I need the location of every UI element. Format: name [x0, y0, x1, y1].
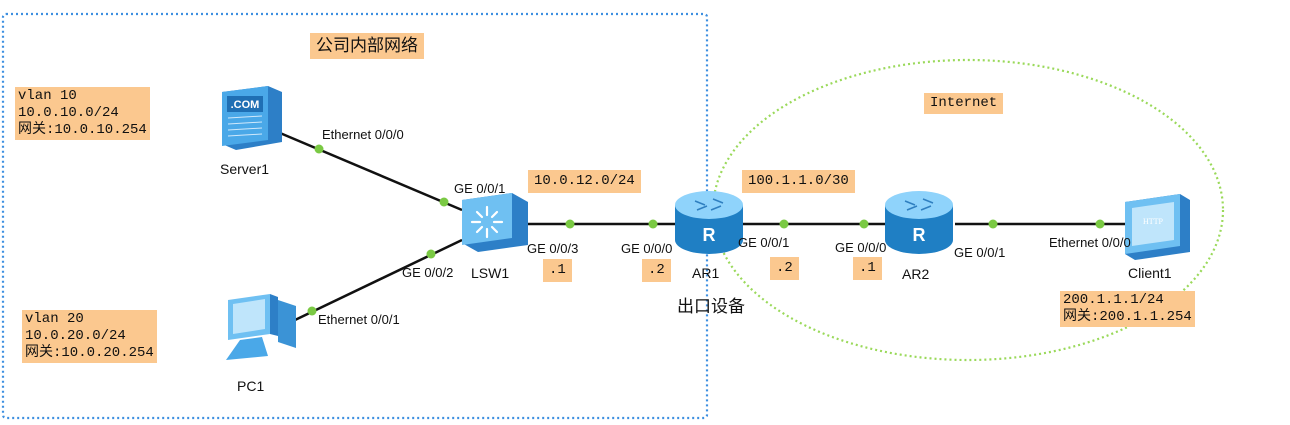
port-label-ar1-ge000: GE 0/0/0	[621, 241, 673, 256]
router-icon-ar1: R	[675, 191, 743, 254]
port-dot-client1	[1095, 219, 1105, 229]
lsw1-host-address: .1	[543, 259, 572, 282]
port-label-ar2-ge000: GE 0/0/0	[835, 240, 887, 255]
port-dot-ar2-ge000	[859, 219, 869, 229]
ar1-wan-host-address: .2	[770, 257, 799, 280]
port-dot-ar2-ge001	[988, 219, 998, 229]
svg-text:.COM: .COM	[231, 99, 260, 111]
internal-network-title: 公司内部网络	[310, 33, 424, 59]
svg-text:R: R	[913, 225, 926, 245]
port-dot-pc1	[307, 306, 317, 316]
port-dot-ar1-ge000	[648, 219, 658, 229]
port-label-server1: Ethernet 0/0/0	[322, 127, 404, 142]
port-dot-server1	[314, 144, 324, 154]
vlan10-info-box: vlan 10 10.0.10.0/24 网关:10.0.10.254	[15, 87, 150, 140]
router-icon-ar2: R	[885, 191, 953, 254]
link-server1-lsw1	[279, 131, 463, 212]
port-label-client1: Ethernet 0/0/0	[1049, 235, 1131, 250]
port-label-ar2-ge001: GE 0/0/1	[954, 245, 1006, 260]
ar1-lan-host-address: .2	[642, 259, 671, 282]
port-label-ar1-ge001: GE 0/0/1	[738, 235, 790, 250]
client-icon: HTTP	[1125, 194, 1190, 260]
port-label-lsw1-ge001: GE 0/0/1	[454, 181, 506, 196]
server-icon: .COM	[222, 86, 282, 150]
device-label-lsw1: LSW1	[471, 265, 510, 281]
port-dot-lsw1-ge002	[426, 249, 436, 259]
device-label-pc1: PC1	[237, 378, 265, 394]
internet-title: Internet	[924, 93, 1004, 114]
port-dot-ar1-ge001	[779, 219, 789, 229]
device-label-server1: Server1	[220, 161, 270, 177]
port-label-lsw1-ge002: GE 0/0/2	[402, 265, 454, 280]
port-label-lsw1-ge003: GE 0/0/3	[527, 241, 579, 256]
switch-icon	[462, 193, 528, 252]
device-label-ar1: AR1	[692, 265, 720, 281]
vlan20-info-box: vlan 20 10.0.20.0/24 网关:10.0.20.254	[22, 310, 157, 363]
port-dot-lsw1-ge001	[439, 197, 449, 207]
svg-text:R: R	[703, 225, 716, 245]
ar2-wan-host-address: .1	[853, 257, 882, 280]
lan-link-subnet: 10.0.12.0/24	[528, 170, 641, 193]
pc-icon	[226, 294, 296, 360]
client-info-box: 200.1.1.1/24 网关:200.1.1.254	[1060, 291, 1195, 327]
egress-device-label: 出口设备	[677, 297, 745, 317]
port-dots	[307, 144, 1105, 316]
port-label-pc1: Ethernet 0/0/1	[318, 312, 400, 327]
device-label-ar2: AR2	[902, 266, 930, 282]
wan-link-subnet: 100.1.1.0/30	[742, 170, 855, 193]
port-dot-lsw1-ge003	[565, 219, 575, 229]
svg-text:HTTP: HTTP	[1143, 217, 1164, 226]
device-label-client1: Client1	[1128, 265, 1172, 281]
